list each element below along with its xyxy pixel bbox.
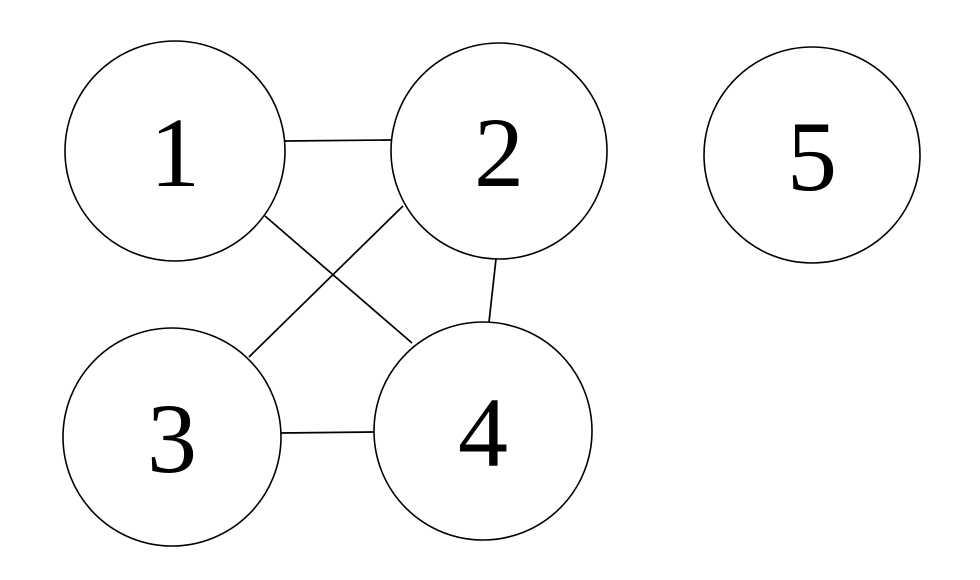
- node-1-circle: [64, 40, 286, 262]
- node-5: 5: [703, 46, 921, 264]
- node-3-circle: [62, 327, 282, 547]
- node-1: 1: [64, 40, 286, 262]
- edge-2-3: [248, 205, 404, 358]
- edge-2-4: [488, 258, 497, 323]
- node-2: 2: [390, 42, 608, 260]
- node-3: 3: [62, 327, 282, 547]
- node-4-label: 4: [458, 377, 508, 488]
- node-4: 4: [373, 321, 593, 541]
- node-2-circle: [390, 42, 608, 260]
- node-5-label: 5: [787, 101, 837, 212]
- edge-3-4: [280, 431, 375, 434]
- node-5-circle: [703, 46, 921, 264]
- node-4-circle: [373, 321, 593, 541]
- edge-1-2: [284, 139, 392, 142]
- edge-1-4: [264, 215, 413, 344]
- node-2-label: 2: [474, 97, 524, 208]
- node-1-label: 1: [150, 97, 200, 208]
- node-3-label: 3: [147, 383, 197, 494]
